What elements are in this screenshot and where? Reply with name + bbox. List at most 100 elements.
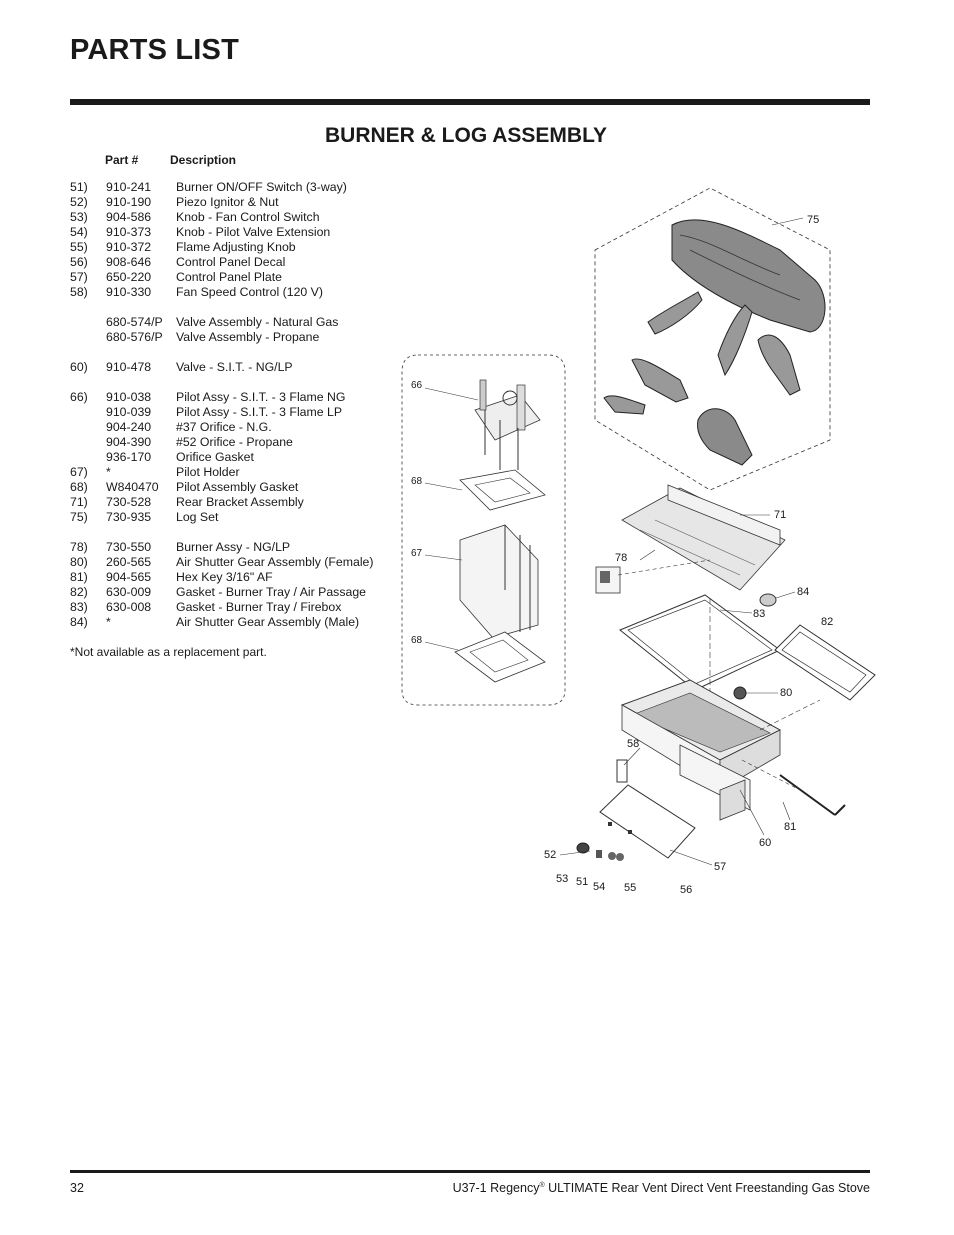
- header-divider: [70, 99, 870, 105]
- part-description: #37 Orifice - N.G.: [176, 420, 272, 434]
- part-description: Orifice Gasket: [176, 450, 254, 464]
- callout-58: 58: [627, 738, 639, 750]
- callout-84: 84: [797, 586, 809, 598]
- part-item-number: 54): [70, 225, 88, 239]
- part-description: Rear Bracket Assembly: [176, 495, 304, 509]
- part-item-number: 82): [70, 585, 88, 599]
- part-number: 908-646: [106, 255, 152, 269]
- page-title: PARTS LIST: [70, 34, 240, 66]
- part-description: Control Panel Plate: [176, 270, 282, 284]
- part-description: Valve - S.I.T. - NG/LP: [176, 360, 293, 374]
- part-description: Log Set: [176, 510, 219, 524]
- part-item-number: 84): [70, 615, 88, 629]
- part-item-number: 83): [70, 600, 88, 614]
- part-item-number: 71): [70, 495, 88, 509]
- callout-68-bottom: 68: [411, 635, 423, 646]
- part-item-number: 53): [70, 210, 88, 224]
- part-number: 910-373: [106, 225, 152, 239]
- part-item-number: 57): [70, 270, 88, 284]
- callout-71: 71: [774, 509, 786, 521]
- part-number: 904-240: [106, 420, 152, 434]
- part-number: 910-330: [106, 285, 152, 299]
- part-number: 260-565: [106, 555, 152, 569]
- part-number: 904-586: [106, 210, 152, 224]
- part-description: Piezo Ignitor & Nut: [176, 195, 279, 209]
- footer-divider: [70, 1170, 870, 1173]
- part-description: Pilot Assembly Gasket: [176, 480, 299, 494]
- part-number: 650-220: [106, 270, 152, 284]
- part-number: 910-190: [106, 195, 152, 209]
- exploded-diagram: 75 71 78 84 83 82 80 58 81 60 57 52 53 5…: [401, 187, 876, 896]
- callout-83: 83: [753, 608, 765, 620]
- part-description: #52 Orifice - Propane: [176, 435, 293, 449]
- part-description: Hex Key 3/16" AF: [176, 570, 273, 584]
- part-number: 910-039: [106, 405, 152, 419]
- part-description: Flame Adjusting Knob: [176, 240, 296, 254]
- part-item-number: 55): [70, 240, 88, 254]
- section-title: BURNER & LOG ASSEMBLY: [325, 124, 607, 147]
- callout-75: 75: [807, 214, 819, 226]
- part-item-number: 80): [70, 555, 88, 569]
- page-number: 32: [70, 1181, 84, 1195]
- part-item-number: 68): [70, 480, 88, 494]
- callout-78: 78: [615, 552, 627, 564]
- callout-56: 56: [680, 884, 692, 896]
- part-item-number: 51): [70, 180, 88, 194]
- part-description: Pilot Assy - S.I.T. - 3 Flame NG: [176, 390, 346, 404]
- doc-title-pre: U37-1 Regency: [452, 1181, 540, 1195]
- part-number: *: [106, 615, 111, 629]
- callout-54: 54: [593, 881, 605, 893]
- callout-51: 51: [576, 876, 588, 888]
- part-number: 680-576/P: [106, 330, 163, 344]
- part-item-number: 58): [70, 285, 88, 299]
- column-header-description: Description: [170, 153, 237, 167]
- doc-title-post: ULTIMATE Rear Vent Direct Vent Freestand…: [544, 1181, 870, 1195]
- footnote: *Not available as a replacement part.: [70, 645, 267, 659]
- callout-55: 55: [624, 882, 636, 894]
- callout-57: 57: [714, 861, 726, 873]
- part-number: 730-550: [106, 540, 152, 554]
- part-description: Valve Assembly - Natural Gas: [176, 315, 339, 329]
- callout-80: 80: [780, 687, 792, 699]
- part-description: Gasket - Burner Tray / Air Passage: [176, 585, 366, 599]
- part-description: Burner ON/OFF Switch (3-way): [176, 180, 347, 194]
- part-number: 730-528: [106, 495, 152, 509]
- part-number: 730-935: [106, 510, 152, 524]
- part-description: Pilot Holder: [176, 465, 240, 479]
- part-number: 904-390: [106, 435, 152, 449]
- part-description: Knob - Pilot Valve Extension: [176, 225, 331, 239]
- part-number: 680-574/P: [106, 315, 163, 329]
- document-title: U37-1 Regency® ULTIMATE Rear Vent Direct…: [453, 1181, 870, 1195]
- part-number: W840470: [106, 480, 159, 494]
- part-number: 936-170: [106, 450, 152, 464]
- part-number: 630-008: [106, 600, 152, 614]
- part-item-number: 75): [70, 510, 88, 524]
- part-item-number: 81): [70, 570, 88, 584]
- part-item-number: 78): [70, 540, 88, 554]
- pilot-assembly-group: [401, 354, 566, 706]
- callout-68-top: 68: [411, 476, 423, 487]
- part-number: 904-565: [106, 570, 152, 584]
- part-item-number: 60): [70, 360, 88, 374]
- part-item-number: 52): [70, 195, 88, 209]
- part-number: 910-241: [106, 180, 152, 194]
- callout-52: 52: [544, 849, 556, 861]
- part-number: 630-009: [106, 585, 152, 599]
- log-set-group: [594, 187, 831, 491]
- part-item-number: 67): [70, 465, 88, 479]
- part-number: 910-038: [106, 390, 152, 404]
- callout-81: 81: [784, 821, 796, 833]
- part-number: *: [106, 465, 111, 479]
- part-description: Burner Assy - NG/LP: [176, 540, 291, 554]
- part-number: 910-478: [106, 360, 152, 374]
- callout-82: 82: [821, 616, 833, 628]
- part-description: Pilot Assy - S.I.T. - 3 Flame LP: [176, 405, 343, 419]
- part-description: Air Shutter Gear Assembly (Female): [176, 555, 374, 569]
- callout-66: 66: [411, 380, 423, 391]
- part-description: Fan Speed Control (120 V): [176, 285, 323, 299]
- burner-assembly-group: [576, 484, 876, 861]
- part-description: Control Panel Decal: [176, 255, 286, 269]
- registered-mark: ®: [539, 1181, 545, 1189]
- part-description: Gasket - Burner Tray / Firebox: [176, 600, 342, 614]
- callout-53: 53: [556, 873, 568, 885]
